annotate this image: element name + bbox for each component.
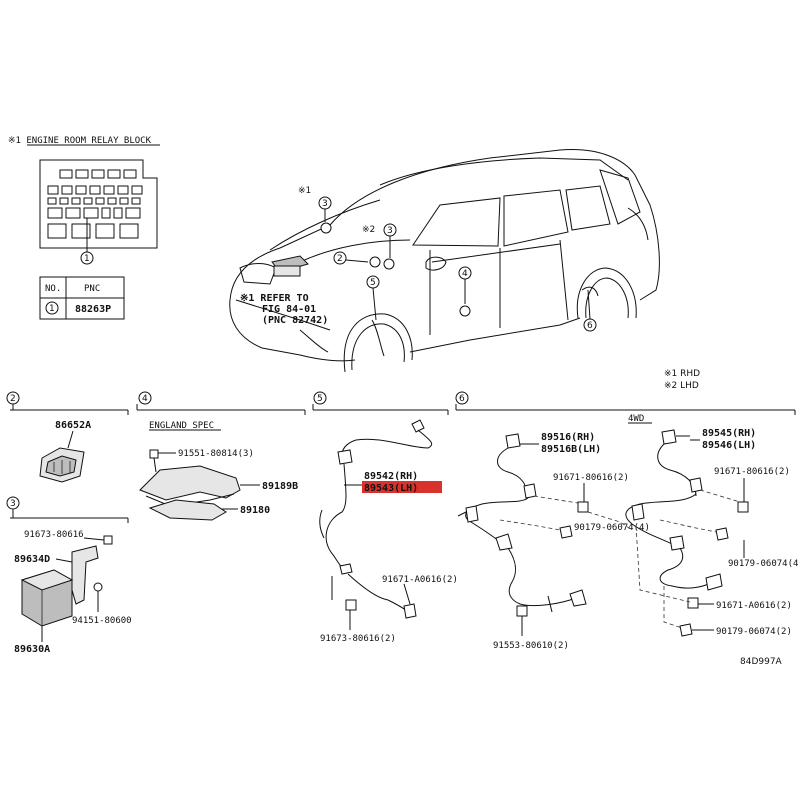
part-91671-80616-s6-right: 91671-80616(2)	[714, 467, 790, 477]
part-91553-80610: 91553-80610(2)	[493, 641, 569, 651]
relay-block-section: ※1 ENGINE ROOM RELAY BLOCK	[8, 136, 160, 320]
part-89543-lh: 89543(LH)	[364, 483, 418, 494]
part-89516B-lh: 89516B(LH)	[541, 444, 601, 455]
part-91671-80616-s6-left: 91671-80616(2)	[553, 473, 629, 483]
section-6: 4WD 89516(RH) 89516B(LH) 91553-80610(2) …	[457, 414, 800, 651]
pnc-table-row-pnc: 88263P	[75, 304, 111, 315]
section-4-number: 4	[142, 394, 148, 404]
section-6-subtitle: 4WD	[628, 414, 644, 424]
rhd-lhd-legend: ※1 RHD ※2 LHD	[664, 369, 700, 391]
section-3-number: 3	[10, 499, 16, 509]
callout-1	[80, 251, 94, 265]
legend-lhd: ※2 LHD	[664, 381, 699, 391]
part-89516-rh: 89516(RH)	[541, 432, 595, 443]
car-callout-6-label: 6	[587, 321, 593, 331]
part-91673-80616-s3: 91673-80616	[24, 530, 84, 540]
part-91673-80616-s5: 91673-80616(2)	[320, 634, 396, 644]
refer-note-line1: ※1 REFER TO	[240, 293, 309, 304]
car-callout-mark-2: ※2	[362, 225, 375, 235]
section-4-subtitle: ENGLAND SPEC	[149, 421, 214, 431]
refer-note-line2: FIG 84-01	[262, 304, 316, 315]
section-6-number: 6	[459, 394, 465, 404]
car-illustration: 3 ※1 2 3 ※2 4 5 6 ※1 REFER TO FIG 84-01 …	[229, 149, 660, 373]
pnc-table-header-pnc: PNC	[84, 284, 100, 294]
section-2-number: 2	[10, 394, 16, 404]
car-callout-3b-label: 3	[387, 226, 393, 236]
refer-note-line3: (PNC 82742)	[262, 315, 328, 326]
figure-code: 84D997A	[740, 657, 783, 667]
part-89545-rh: 89545(RH)	[702, 428, 756, 439]
part-91551-80814: 91551-80814(3)	[178, 449, 254, 459]
part-89546-lh: 89546(LH)	[702, 440, 756, 451]
car-callout-mark-1: ※1	[298, 186, 311, 196]
part-89189B-shape	[139, 465, 241, 501]
legend-rhd: ※1 RHD	[664, 369, 700, 379]
callout-1-label: 1	[84, 254, 90, 264]
car-callout-5-label: 5	[370, 278, 376, 288]
relay-block-fuses	[47, 169, 143, 239]
section-frames: 2 3 4 5 6	[6, 391, 796, 523]
part-89542-rh: 89542(RH)	[364, 471, 418, 482]
part-90179-06074-s6-left: 90179-06074(4)	[574, 523, 650, 533]
car-callout-2	[333, 251, 347, 265]
part-89630A: 89630A	[14, 644, 50, 655]
section-5: 89542(RH) 89543(LH) 91671-A0616(2) 91673…	[319, 419, 458, 644]
car-callout-4-label: 4	[462, 269, 468, 279]
pnc-table-header-no: NO.	[45, 284, 61, 294]
car-callout-2-label: 2	[337, 254, 343, 264]
part-89189B: 89189B	[262, 481, 298, 492]
pnc-table-row-no: 1	[49, 304, 55, 314]
section-5-number: 5	[317, 394, 323, 404]
section-2: 86652A	[39, 420, 91, 483]
section-4: ENGLAND SPEC 91551-80814(3) 89189B 89180	[139, 421, 298, 521]
part-89634D: 89634D	[14, 554, 50, 565]
part-91671-A0616-s5: 91671-A0616(2)	[382, 575, 458, 585]
part-94151-80600: 94151-80600	[72, 616, 132, 626]
part-89180-shape	[148, 499, 227, 521]
relay-block-title: ※1 ENGINE ROOM RELAY BLOCK	[8, 136, 152, 146]
part-90179-06074-s6-right: 90179-06074(4)	[728, 559, 800, 569]
part-91671-A0616-s6: 91671-A0616(2)	[716, 601, 792, 611]
relay-block-outline	[39, 159, 158, 249]
part-89634D-shape	[71, 545, 99, 605]
part-86652A: 86652A	[55, 420, 91, 431]
pnc-table: NO. PNC 1 88263P	[39, 276, 125, 320]
part-89180: 89180	[240, 505, 270, 516]
part-90179-06074-s6-right2: 90179-06074(2)	[716, 627, 792, 637]
car-callout-3a-label: 3	[322, 199, 328, 209]
highlight-89543-lh	[362, 481, 442, 493]
section-3: 91673-80616 89634D 94151-80600 89630A	[14, 530, 132, 655]
